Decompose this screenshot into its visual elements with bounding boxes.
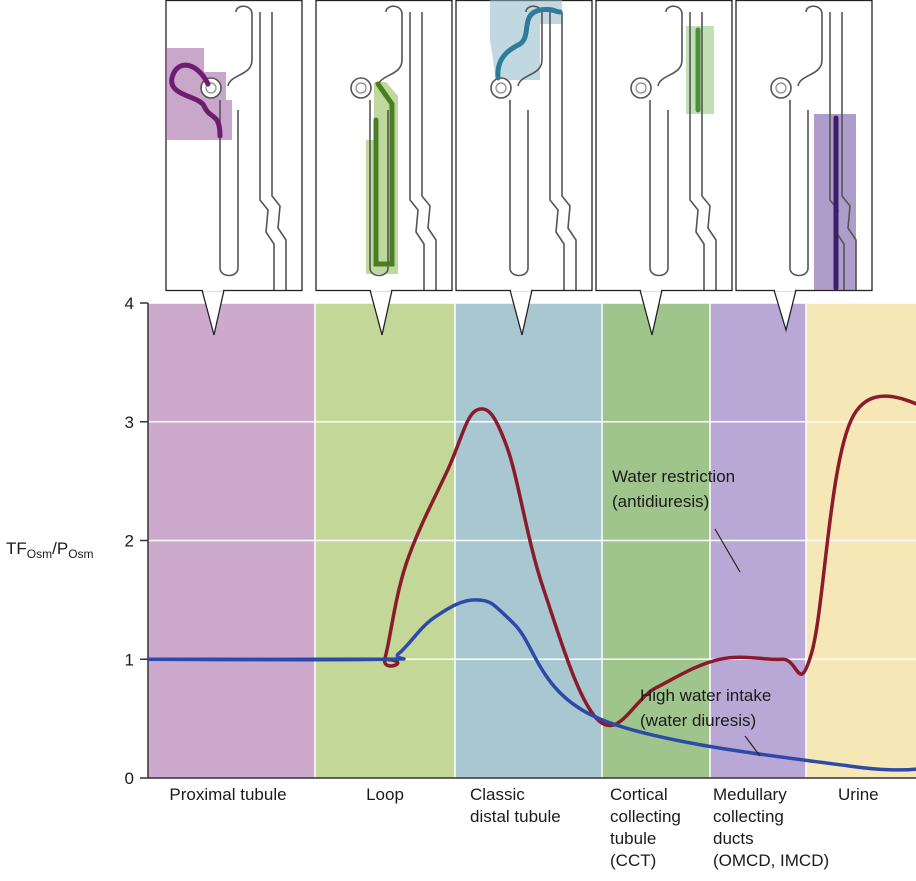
glomerulus-core	[635, 82, 647, 94]
nephron-panels	[165, 0, 873, 336]
annotation-leader-1	[744, 735, 761, 757]
segment-label-1: Loop	[366, 785, 404, 804]
nephron-outline	[649, 5, 717, 290]
glomerulus-core	[355, 82, 367, 94]
segment-label-3: collecting	[610, 807, 681, 826]
panel-pointer	[369, 289, 393, 336]
panel-tubule	[169, 62, 223, 139]
glomerulus-core	[775, 82, 787, 94]
segment-label-4: ducts	[713, 829, 754, 848]
segment-labels: Proximal tubule Loop Classic distal tubule C…	[169, 785, 878, 870]
nephron-outline	[509, 5, 577, 290]
y-tick-label: 3	[125, 413, 134, 432]
panel-tubule	[495, 6, 563, 81]
glomerulus	[630, 77, 652, 99]
panel-frame	[165, 0, 303, 292]
nephron-panel-cct	[595, 0, 733, 336]
segment-label-2: distal tubule	[470, 807, 561, 826]
y-tick-label: 2	[125, 532, 134, 551]
y-tick-labels: 0 1 2 3 4	[125, 294, 148, 788]
panel-pointer	[509, 289, 533, 336]
annotation-0: (antidiuresis)	[612, 492, 709, 511]
annotation-1: (water diuresis)	[640, 711, 756, 730]
glomerulus-core	[495, 82, 507, 94]
segment-label-4: Medullary	[713, 785, 787, 804]
panel-pointer	[201, 289, 225, 336]
annotation-0: Water restriction	[612, 467, 735, 486]
panel-pointer	[773, 289, 797, 333]
segment-label-5: Urine	[838, 785, 879, 804]
y-axis-label: TFOsm/POsm	[6, 539, 94, 561]
glomerulus	[490, 77, 512, 99]
segment-label-4: collecting	[713, 807, 784, 826]
y-tick-label: 0	[125, 769, 134, 788]
series-line-1	[147, 598, 916, 772]
glomerulus	[350, 77, 372, 99]
nephron-panel-proximal	[165, 0, 303, 336]
y-tick-label: 4	[125, 294, 134, 313]
nephron-outline	[369, 5, 437, 290]
segment-label-0: Proximal tubule	[169, 785, 286, 804]
nephron-outline	[219, 5, 287, 290]
series-lines	[147, 394, 916, 772]
segment-label-3: tubule	[610, 829, 656, 848]
segment-label-3: Cortical	[610, 785, 668, 804]
y-tick-label: 1	[125, 650, 134, 669]
glomerulus	[770, 77, 792, 99]
nephron-outline	[789, 5, 857, 290]
annotations: Water restriction (antidiuresis) High wate…	[612, 467, 771, 757]
nephron-panel-distal	[455, 0, 593, 336]
nephron-panel-loop	[315, 0, 453, 336]
segment-label-2: Classic	[470, 785, 525, 804]
annotation-leader-0	[714, 528, 741, 573]
nephron-panel-collecting	[735, 0, 873, 333]
segment-label-4: (OMCD, IMCD)	[713, 851, 829, 870]
segment-label-3: (CCT)	[610, 851, 656, 870]
panel-pointer	[639, 289, 663, 336]
glomerulus-core	[205, 82, 217, 94]
panel-tubule	[373, 81, 395, 267]
annotation-1: High water intake	[640, 686, 771, 705]
